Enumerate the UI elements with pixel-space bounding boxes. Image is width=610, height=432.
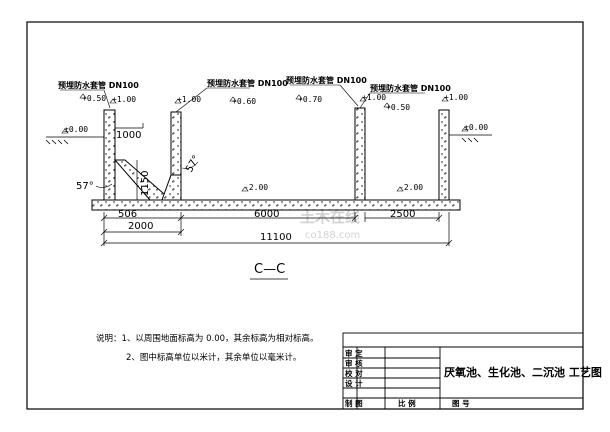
- angle-marks: [95, 161, 199, 188]
- tb-row-5: 制 图: [345, 398, 363, 408]
- sleeve-label-1: 预埋防水套管 DN100: [58, 80, 139, 90]
- level-triangles: [61, 93, 469, 192]
- section-label: C—C: [254, 262, 285, 277]
- bottom-dimension-lines: [100, 212, 453, 247]
- level-w1-pipe: +0.50: [82, 94, 106, 103]
- tb-col-bili: 比 例: [398, 398, 416, 408]
- level-bottom-right: -2.00: [399, 183, 423, 192]
- wall-1: [103, 109, 116, 201]
- level-w1-top: +1.00: [112, 95, 136, 104]
- level-w3-pipe: +0.70: [298, 95, 322, 104]
- tb-col-tuhao: 图 号: [452, 399, 470, 408]
- base-slab: [91, 199, 461, 211]
- wall-4: [438, 109, 450, 201]
- level-w4-pipe: +0.50: [386, 103, 410, 112]
- note-line-2: 2、图中标高单位以米计，其余单位以毫米计。: [126, 352, 301, 363]
- dim-506-text: 506: [118, 209, 137, 220]
- tank-structure: [91, 107, 461, 211]
- dim-11100-text: 11100: [260, 232, 292, 243]
- sleeve-label-2: 预埋防水套管 DN100: [207, 78, 288, 88]
- sleeve-leaders: [60, 84, 425, 113]
- tb-row-4: 设 计: [345, 378, 363, 388]
- level-w2-top: +1.00: [177, 95, 201, 104]
- dim-1150-text: 1150: [140, 171, 151, 196]
- note-line-1: 说明：1、以周围地面标高为 0.00，其余标高为相对标高。: [96, 333, 319, 344]
- dim-2500-text: 2500: [390, 209, 415, 220]
- drawing-frame: [26, 21, 584, 410]
- title-block: [342, 332, 584, 410]
- level-ground-left: ±0.00: [64, 125, 88, 134]
- tb-row-3: 校 对: [345, 368, 363, 378]
- wall-3: [354, 107, 366, 201]
- watermark-text: 土木在线: [300, 208, 360, 226]
- level-bottom-left: -2.00: [244, 183, 268, 192]
- dim-2000-text: 2000: [128, 221, 153, 232]
- angle-left-text: 57°: [76, 181, 94, 192]
- sleeve-label-3: 预埋防水套管 DN100: [286, 75, 367, 85]
- level-w2-pipe: +0.60: [232, 97, 256, 106]
- tb-row-2: 审 核: [345, 358, 363, 368]
- level-w4-top: +1.00: [444, 93, 468, 102]
- angle-right-text: 57°: [184, 154, 202, 175]
- tb-row-1: 审 定: [345, 348, 363, 358]
- dim-6000-text: 6000: [254, 209, 279, 220]
- level-ground-right: ±0.00: [464, 123, 488, 132]
- dim-1000-text: 1000: [116, 130, 141, 141]
- dim-1000: [115, 123, 144, 129]
- tb-drawing-title: 厌氧池、生化池、二沉池 工艺图: [444, 365, 602, 379]
- sloped-hopper-2: [161, 174, 182, 201]
- sleeve-label-4: 预埋防水套管 DN100: [370, 83, 451, 93]
- watermark-url: co188.com: [305, 230, 360, 241]
- watermark: 土木在线 co188.com: [300, 208, 360, 241]
- level-w3-top: +1.00: [362, 93, 386, 102]
